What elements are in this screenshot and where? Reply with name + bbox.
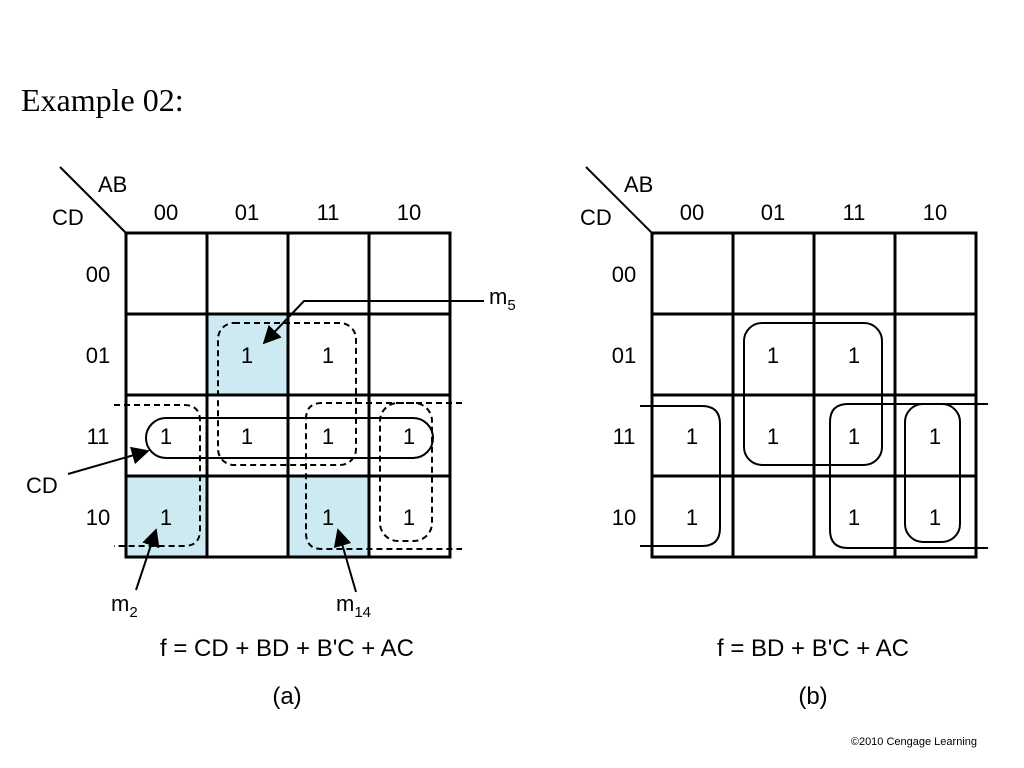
- label-m14: m14: [336, 591, 371, 621]
- kmap-a-row-label: 11: [87, 424, 110, 449]
- kmap-b-group-bc-left: [640, 405, 721, 547]
- kmap-a-grid: [124, 231, 452, 559]
- kmap-b-col-label: 10: [923, 200, 947, 225]
- kmap-b-row-var: CD: [580, 205, 612, 230]
- kmap-b-cell: 1: [686, 424, 698, 449]
- kmap-b-group-bd: [743, 322, 883, 466]
- kmap-a-row-label: 00: [86, 262, 110, 287]
- kmap-a: AB CD 00 01 11 10 00 01 11 10 1 1 1 1 1 …: [26, 166, 516, 710]
- kmap-b-cell: 1: [686, 505, 698, 530]
- kmap-a-col-label: 11: [317, 200, 340, 225]
- kmap-a-group-bd: [217, 322, 357, 466]
- kmap-b-row-label: 00: [612, 262, 636, 287]
- kmap-a-cell: 1: [241, 343, 253, 368]
- kmap-a-cell: 1: [160, 424, 172, 449]
- kmap-a-corner-diagonal: [59, 166, 127, 234]
- kmap-a-cell: 1: [160, 505, 172, 530]
- arrow-m2: [135, 528, 160, 591]
- kmap-b-cell: 1: [929, 505, 941, 530]
- kmap-a-group-ac: [379, 402, 433, 542]
- arrow-m5: [262, 300, 484, 345]
- kmap-b-cell: 1: [767, 424, 779, 449]
- label-m5: m5: [489, 284, 516, 314]
- kmap-b-col-var: AB: [624, 172, 653, 197]
- kmap-b-row-label: 01: [612, 343, 636, 368]
- kmap-b-corner-diagonal: [585, 166, 653, 234]
- kmap-b: AB CD 00 01 11 10 00 01 11 10 1 1 1 1 1 …: [580, 166, 988, 710]
- arrow-m14: [333, 528, 357, 593]
- kmap-b-group-bc-right: [829, 403, 988, 549]
- kmap-a-cell: 1: [322, 424, 334, 449]
- kmap-b-col-label: 00: [680, 200, 704, 225]
- kmap-b-col-label: 11: [843, 200, 866, 225]
- kmap-a-row-label: 01: [86, 343, 110, 368]
- kmap-a-cell: 1: [322, 505, 334, 530]
- kmap-a-group-bc-left: [114, 404, 201, 547]
- slide-title: Example 02:: [21, 82, 184, 118]
- kmap-a-cell: 1: [403, 424, 415, 449]
- kmap-a-col-label: 10: [397, 200, 421, 225]
- kmap-a-cell: 1: [403, 505, 415, 530]
- label-m2: m2: [111, 591, 138, 621]
- kmap-a-group-bc-right: [305, 402, 462, 550]
- kmap-b-cell: 1: [848, 343, 860, 368]
- kmap-b-cell: 1: [848, 505, 860, 530]
- kmap-b-cell: 1: [848, 424, 860, 449]
- kmap-a-col-var: AB: [98, 172, 127, 197]
- kmap-b-col-label: 01: [761, 200, 785, 225]
- kmap-a-col-label: 00: [154, 200, 178, 225]
- kmap-b-row-label: 11: [613, 424, 636, 449]
- kmap-a-row-label: 10: [86, 505, 110, 530]
- label-cd: CD: [26, 473, 58, 498]
- copyright-notice: ©2010 Cengage Learning: [850, 736, 977, 748]
- kmap-a-row-var: CD: [52, 205, 84, 230]
- kmap-b-cell: 1: [929, 424, 941, 449]
- kmap-a-col-label: 01: [235, 200, 259, 225]
- kmap-a-caption: (a): [272, 683, 301, 710]
- highlight-m14: [288, 476, 369, 557]
- kmap-b-cell: 1: [767, 343, 779, 368]
- arrow-cd: [67, 446, 150, 475]
- kmap-b-caption: (b): [798, 683, 827, 710]
- kmap-b-row-label: 10: [612, 505, 636, 530]
- kmap-a-cell: 1: [241, 424, 253, 449]
- kmap-b-grid: [650, 231, 978, 559]
- kmap-a-formula: f = CD + BD + B'C + AC: [160, 635, 414, 662]
- kmap-b-formula: f = BD + B'C + AC: [717, 635, 909, 662]
- kmap-a-cell: 1: [322, 343, 334, 368]
